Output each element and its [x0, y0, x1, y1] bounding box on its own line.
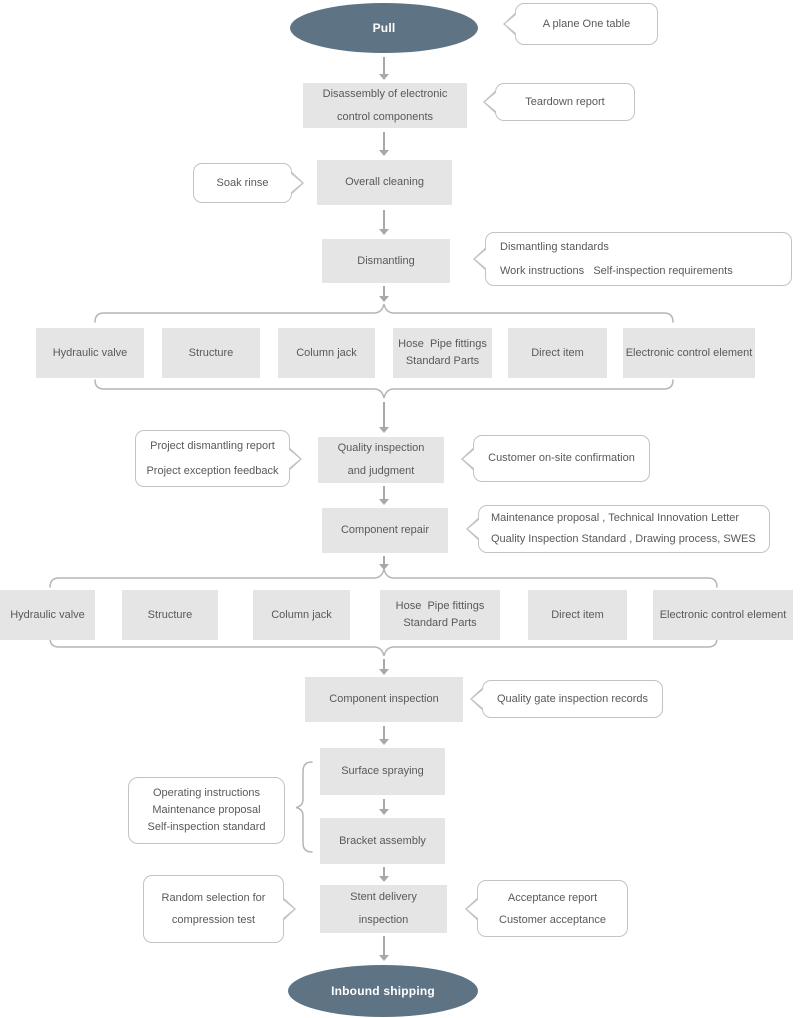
step-dismantling: Dismantling	[322, 239, 450, 283]
callout-teardown-report: Teardown report	[483, 83, 635, 121]
part-hydraulic-valve-2: Hydraulic valve	[0, 590, 95, 640]
step-disassembly: Disassembly of electronic control compon…	[303, 83, 467, 128]
part-label: Column jack	[271, 608, 332, 621]
callout-text: Customer acceptance	[499, 913, 606, 926]
arrow-spraying-to-assembly	[379, 799, 389, 815]
arrow-pull-to-disassembly	[379, 57, 389, 80]
part-label: Electronic control element	[659, 608, 787, 621]
step-component-repair: Component repair	[322, 508, 448, 553]
part-label: Electronic control element	[625, 346, 753, 359]
brace-row1-top	[94, 303, 674, 323]
arrow-dismantling-to-parts	[379, 286, 389, 302]
arrow-assembly-to-delivery	[379, 867, 389, 882]
callout-text: Customer on-site confirmation	[488, 452, 635, 464]
step-stent-delivery: Stent delivery inspection	[320, 885, 447, 933]
part-column-jack-1: Column jack	[278, 328, 375, 378]
part-label: Hydraulic valve	[10, 608, 85, 621]
part-hose-fittings-1: Hose Pipe fittings Standard Parts	[393, 328, 492, 378]
callout-text: compression test	[171, 914, 256, 926]
part-hose-fittings-2: Hose Pipe fittings Standard Parts	[380, 590, 500, 640]
note-text: Maintenance proposal	[152, 804, 261, 816]
start-node: Pull	[290, 3, 478, 53]
note-text: Self-inspection standard	[147, 821, 266, 833]
callout-project-feedback: Project dismantling report Project excep…	[135, 430, 302, 487]
note-text: Operating instructions	[153, 787, 260, 799]
arrow-parts-to-inspection	[379, 659, 389, 675]
callout-text: A plane One table	[542, 17, 631, 30]
part-electronic-element-1: Electronic control element	[623, 328, 755, 378]
callout-customer-confirmation: Customer on-site confirmation	[461, 435, 650, 482]
part-label: Hose Pipe fittings	[395, 600, 485, 612]
arrow-cleaning-to-dismantling	[379, 210, 389, 235]
callout-quality-gate-records: Quality gate inspection records	[470, 680, 663, 718]
step-label: Disassembly of electronic	[322, 87, 448, 100]
part-hydraulic-valve-1: Hydraulic valve	[36, 328, 144, 378]
step-label: Surface spraying	[341, 765, 424, 777]
callout-text: Project dismantling report	[150, 439, 275, 452]
part-label: Hydraulic valve	[52, 346, 128, 359]
brace-spray-assembly	[295, 761, 313, 853]
part-label: Hose Pipe fittings	[398, 338, 487, 350]
callout-dismantling-standards: Dismantling standards Work instructions …	[473, 232, 792, 286]
part-label: Structure	[147, 608, 193, 621]
step-label: Component inspection	[329, 693, 439, 705]
part-label: Standard Parts	[405, 355, 480, 367]
arrow-disassembly-to-cleaning	[379, 132, 389, 156]
step-label: Overall cleaning	[345, 176, 424, 188]
callout-text: Random selection for	[161, 892, 266, 904]
callout-text: Quality gate inspection records	[496, 692, 649, 705]
arrow-quality-to-repair	[379, 486, 389, 505]
arrow-repair-to-parts	[379, 556, 389, 570]
step-label: Dismantling	[357, 254, 415, 267]
part-label: Standard Parts	[403, 617, 477, 629]
step-label: control components	[337, 110, 433, 123]
callout-acceptance: Acceptance report Customer acceptance	[465, 880, 628, 937]
arrow-delivery-to-shipping	[379, 936, 389, 961]
end-node: Inbound shipping	[288, 965, 478, 1017]
callout-text: Maintenance proposal , Technical Innovat…	[491, 512, 740, 524]
part-label: Direct item	[551, 608, 604, 621]
brace-row1-bottom	[94, 379, 674, 399]
part-electronic-element-2: Electronic control element	[653, 590, 793, 640]
part-structure-2: Structure	[122, 590, 218, 640]
callout-text: Teardown report	[525, 95, 605, 108]
arrow-parts-to-quality	[379, 402, 389, 433]
step-quality-inspection: Quality inspection and judgment	[318, 437, 444, 483]
callout-soak-rinse: Soak rinse	[193, 163, 304, 203]
callout-text: Quality Inspection Standard , Drawing pr…	[491, 533, 756, 545]
part-column-jack-2: Column jack	[253, 590, 350, 640]
step-label: inspection	[358, 914, 409, 926]
step-label: Component repair	[340, 524, 430, 536]
step-label: Quality inspection	[337, 442, 425, 454]
callout-text: Soak rinse	[216, 176, 269, 189]
part-structure-1: Structure	[162, 328, 260, 378]
part-label: Structure	[188, 346, 234, 359]
step-label: and judgment	[347, 465, 415, 477]
callout-text: Dismantling standards	[500, 241, 609, 253]
callout-text: Project exception feedback	[146, 464, 279, 477]
arrow-inspection-to-spraying	[379, 726, 389, 745]
callout-random-compression-test: Random selection for compression test	[143, 875, 296, 943]
part-label: Column jack	[296, 346, 357, 359]
callout-maintenance-proposal: Maintenance proposal , Technical Innovat…	[466, 505, 770, 553]
callout-text: Acceptance report	[507, 891, 598, 904]
step-label: Bracket assembly	[339, 834, 426, 847]
note-operating-instructions: Operating instructions Maintenance propo…	[128, 777, 285, 844]
part-direct-item-2: Direct item	[528, 590, 627, 640]
part-label: Direct item	[531, 346, 584, 359]
brace-row2-top	[49, 568, 718, 588]
step-label: Stent delivery	[350, 891, 417, 903]
brace-row2-bottom	[49, 637, 718, 657]
callout-plane-table: A plane One table	[503, 3, 658, 45]
step-component-inspection: Component inspection	[305, 677, 463, 722]
step-surface-spraying: Surface spraying	[320, 748, 445, 795]
step-bracket-assembly: Bracket assembly	[320, 818, 445, 864]
callout-text: Work instructions Self-inspection requir…	[500, 265, 733, 277]
part-direct-item-1: Direct item	[508, 328, 607, 378]
step-overall-cleaning: Overall cleaning	[317, 160, 452, 205]
